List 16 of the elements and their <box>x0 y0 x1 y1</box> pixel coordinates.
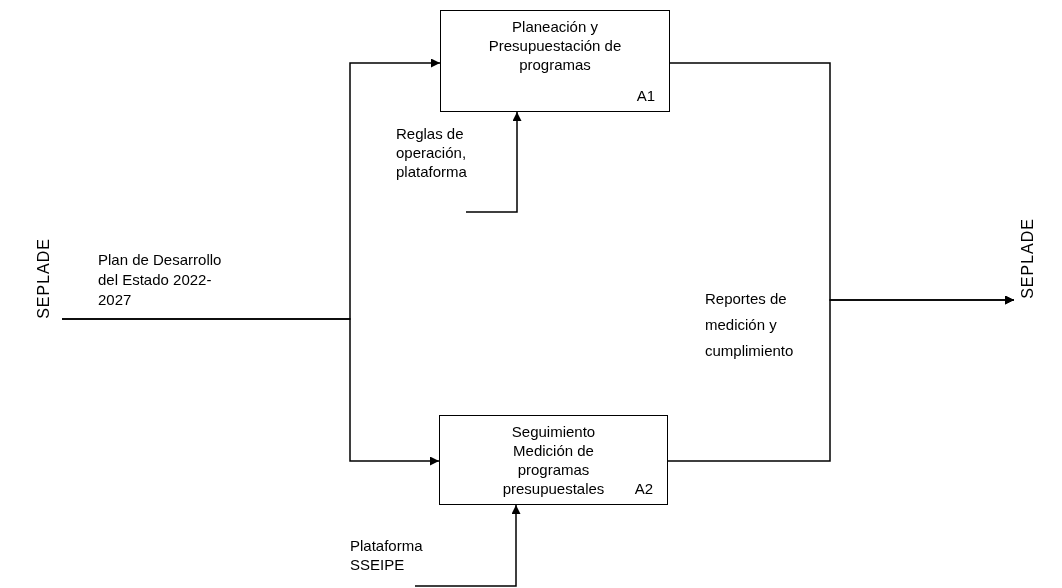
activity-number: A2 <box>634 479 653 498</box>
arrow <box>465 111 522 213</box>
actor-label: SEPLADE <box>1018 218 1037 299</box>
process-box <box>439 415 668 505</box>
arrow <box>667 295 1015 462</box>
control-label: Plataforma SSEIPE <box>350 536 424 574</box>
control-label: Reglas de operación, plataforma <box>396 124 468 181</box>
edge-label: Plan de Desarrollo del Estado 2022-2027 <box>98 250 223 310</box>
process-title: Planeación y Presupuestación de programas <box>487 17 623 74</box>
process-box <box>440 10 670 112</box>
edge-label: Reportes de medición y cumplimiento <box>705 289 795 361</box>
actor-label: SEPLADE <box>34 238 53 319</box>
arrow <box>61 318 440 466</box>
arrow <box>414 504 521 587</box>
activity-number: A1 <box>636 86 655 105</box>
process-title: Seguimiento Medición de programas presupuestales <box>501 422 606 498</box>
